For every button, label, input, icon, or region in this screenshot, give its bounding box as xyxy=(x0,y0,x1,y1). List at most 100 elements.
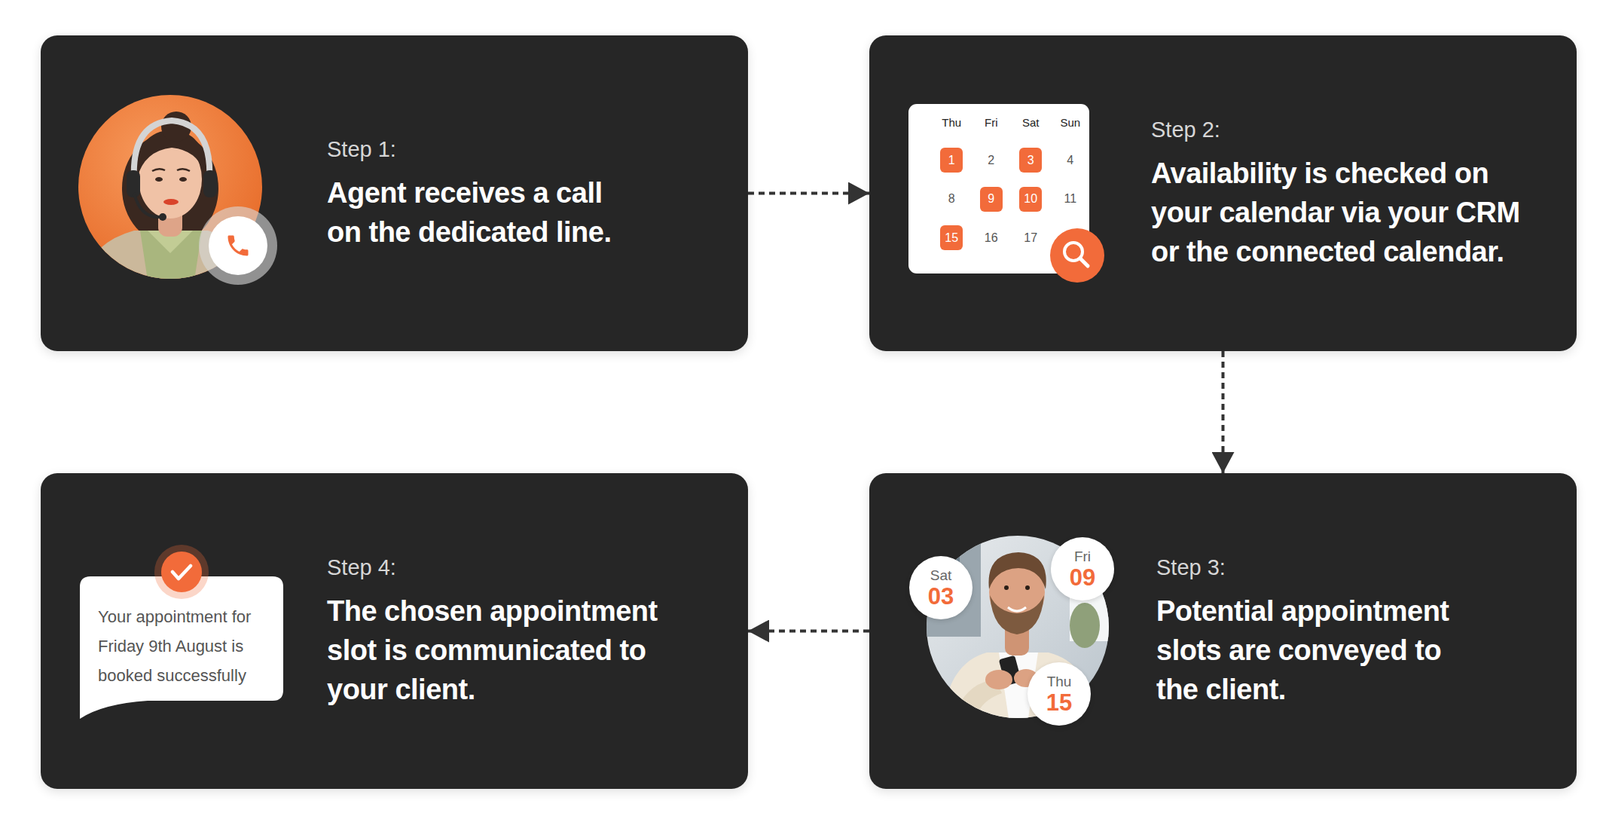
flow-arrow xyxy=(748,192,870,196)
weekday-label: Sun xyxy=(1059,109,1082,135)
calendar-cell: 17 xyxy=(1010,218,1051,258)
calendar-cell: 16 xyxy=(971,218,1012,258)
calendar-cell: 11 xyxy=(1050,179,1091,219)
date-badge: Thu15 xyxy=(1027,662,1091,726)
hair xyxy=(988,552,1046,590)
step-description: The chosen appointment slot is communica… xyxy=(326,591,689,709)
process-card: Sat03 Fri09Thu15 Step 3:Potential appointm… xyxy=(869,473,1577,789)
calendar-day: 3 xyxy=(1019,147,1042,173)
plant xyxy=(1069,602,1100,648)
neck xyxy=(158,201,183,237)
calendar-cell: Sun xyxy=(1050,103,1091,141)
calendar-grid: Thu Fri Sat Sun 1234 89 10 11 15 16 17 xyxy=(908,103,1091,257)
process-card: Your appointment for Friday 9th August i… xyxy=(40,473,749,789)
calendar-cell: 1 xyxy=(931,140,972,181)
calendar-day: 11 xyxy=(1059,186,1082,212)
badge-ring xyxy=(198,206,278,285)
sleeve xyxy=(950,679,1002,724)
date-number: 15 xyxy=(1046,690,1072,715)
confirmation-bubble: Your appointment for Friday 9th August i… xyxy=(79,576,284,701)
bookshelf xyxy=(926,542,981,637)
search-badge xyxy=(1050,228,1105,283)
date-badge: Fri09 xyxy=(1050,537,1115,601)
agent-photo xyxy=(75,90,272,287)
check-badge xyxy=(161,551,202,593)
headset-cup xyxy=(126,170,141,198)
eye xyxy=(155,177,163,182)
eye xyxy=(1025,585,1030,590)
hand xyxy=(985,669,1013,690)
step-label: Step 4: xyxy=(326,553,689,581)
weekday-label: Fri xyxy=(1074,548,1091,565)
weekday-label: Thu xyxy=(940,109,963,135)
calendar-cell: Sat xyxy=(1010,103,1051,141)
check-mark xyxy=(172,565,191,579)
brow xyxy=(177,168,190,171)
check-glow xyxy=(154,544,209,599)
tee xyxy=(998,652,1039,724)
hand xyxy=(1013,668,1039,688)
phone-badge xyxy=(198,206,278,285)
card-text-block: Step 4: The chosen appointment slot is co… xyxy=(326,553,689,709)
confirmation-message: Your appointment for Friday 9th August i… xyxy=(79,576,284,701)
calendar-day: 4 xyxy=(1059,147,1082,173)
beard xyxy=(989,595,1045,635)
face xyxy=(138,140,202,219)
client-photo xyxy=(922,531,1115,724)
calendar-cell: 8 xyxy=(931,179,972,219)
card-text-block: Step 2:Availability is checked on your c… xyxy=(1151,116,1547,272)
calendar-day: 17 xyxy=(1019,225,1042,251)
calendar-day: 1 xyxy=(940,147,963,173)
step-description: Agent receives a call on the dedicated l… xyxy=(326,173,636,252)
smile xyxy=(1007,607,1026,611)
calendar-widget: Thu Fri Sat Sun 1234 89 10 11 15 16 17 xyxy=(908,103,1090,274)
date-number: 09 xyxy=(1069,564,1096,590)
calendar-day: 9 xyxy=(980,186,1003,212)
lips xyxy=(163,198,179,205)
card-text-block: Step 1:Agent receives a call on the dedi… xyxy=(326,135,636,252)
calendar-day: 16 xyxy=(980,225,1003,251)
eye xyxy=(179,177,187,182)
window-light xyxy=(1069,535,1115,642)
shirt xyxy=(941,652,1099,724)
process-card: Thu Fri Sat Sun 1234 89 10 11 15 16 17 Step 2:Avail… xyxy=(869,35,1577,352)
calendar-cell: 15 xyxy=(931,218,972,258)
book xyxy=(941,557,948,584)
weekday-label: Sat xyxy=(1019,109,1042,135)
hair-back xyxy=(122,132,219,245)
flow-arrow xyxy=(1221,351,1225,474)
headset-mic xyxy=(134,192,162,217)
calendar-day: 2 xyxy=(980,147,1003,173)
calendar-day: 15 xyxy=(940,225,963,251)
face xyxy=(989,558,1045,626)
calendar-day: 8 xyxy=(940,186,963,212)
weekday-label: Sat xyxy=(930,567,953,584)
card-text-block: Step 3:Potential appointment slots are c… xyxy=(1156,553,1477,709)
brow xyxy=(152,168,165,171)
calendar-cell: 9 xyxy=(971,179,1012,219)
calendar-cell: 4 xyxy=(1050,140,1091,181)
blouse xyxy=(140,230,202,281)
flow-arrow xyxy=(748,629,870,633)
calendar-cell: 3 xyxy=(1010,140,1051,181)
hair-top xyxy=(137,129,206,178)
calendar-day: 10 xyxy=(1019,186,1042,212)
weekday-label: Fri xyxy=(980,109,1003,135)
badge-disc xyxy=(208,216,268,275)
mic-tip xyxy=(158,213,167,221)
jacket xyxy=(82,230,260,281)
step-description: Availability is checked on your calendar… xyxy=(1151,153,1547,272)
process-card: Step 1:Agent receives a call on the dedi… xyxy=(40,35,749,352)
phone-icon xyxy=(228,235,249,257)
date-number: 03 xyxy=(928,583,954,609)
book xyxy=(932,553,941,584)
weekday-label: Thu xyxy=(1047,673,1072,691)
calendar-cell: Fri xyxy=(971,103,1012,141)
eye xyxy=(1004,585,1009,590)
hair-bun xyxy=(161,111,192,142)
photo-background xyxy=(75,90,272,287)
phone xyxy=(998,655,1023,686)
neck xyxy=(1004,617,1030,656)
